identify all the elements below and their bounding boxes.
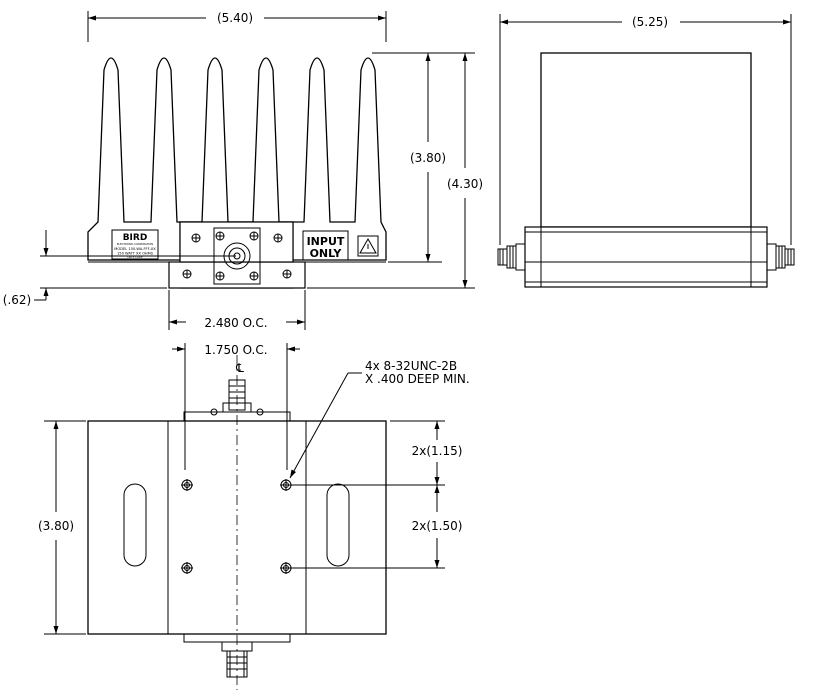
- dim-top-width: (5.40): [217, 11, 253, 25]
- front-view: BIRD ELECTRONIC CORPORATION MODEL 150-WA…: [3, 11, 483, 330]
- label-plate: [111, 229, 159, 260]
- label-model: MODEL 150-WA-FFF-XX: [114, 247, 156, 251]
- input-line1: INPUT: [307, 235, 345, 248]
- hole-callout-line2: X .400 DEEP MIN.: [365, 372, 470, 386]
- side-connector-right: [766, 243, 795, 271]
- dim-hole-spacing-bottom: 2x(1.50): [412, 519, 463, 533]
- dim-bottom-height: (3.80): [38, 519, 74, 533]
- dim-hole-spacing-top: 2x(1.15): [412, 444, 463, 458]
- input-only-label: [302, 230, 349, 261]
- dim-fin-height: (3.80): [410, 151, 446, 165]
- dim-mount-oc-bottom: 1.750 O.C.: [204, 343, 267, 357]
- dim-mount-oc-top: 2.480 O.C.: [204, 316, 267, 330]
- slot-right: [326, 483, 350, 567]
- dim-connector-offset: (.62): [3, 293, 31, 307]
- side-connector-left: [497, 243, 526, 271]
- bottom-connector-bottom: [183, 633, 291, 678]
- label-rating: 150 WATT XX OHMS: [117, 252, 154, 256]
- label-brand: BIRD: [123, 233, 148, 243]
- hole-callout-line1: 4x 8-32UNC-2B: [365, 359, 457, 373]
- mount-hole: [280, 479, 292, 491]
- label-sub: ELECTRONIC CORPORATION: [117, 242, 153, 246]
- centerline-symbol: ℄: [235, 361, 244, 375]
- mount-hole: [181, 479, 193, 491]
- dim-side-width: (5.25): [632, 15, 668, 29]
- warning-icon: [359, 237, 377, 254]
- mount-hole: [280, 562, 292, 574]
- slot-left: [123, 483, 147, 567]
- side-view: (5.25): [497, 14, 795, 288]
- label-date: DATE CODE: [127, 255, 142, 259]
- mount-hole: [181, 562, 193, 574]
- side-body: [540, 52, 752, 228]
- bottom-view: 1.750 O.C. ℄ 4x 8-32UNC-2B X .400 DEEP M…: [38, 343, 470, 690]
- input-line2: ONLY: [310, 247, 343, 260]
- dim-total-height: (4.30): [447, 177, 483, 191]
